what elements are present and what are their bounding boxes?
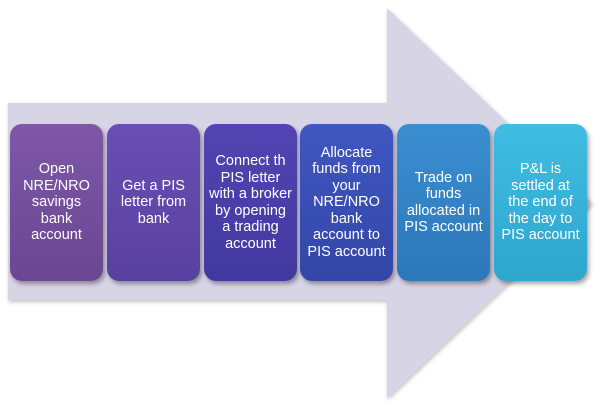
step-label: Trade on funds allocated in PIS account bbox=[404, 169, 483, 236]
step-label: Connect th PIS letter with a broker by o… bbox=[209, 153, 293, 252]
step-connect-broker: Connect th PIS letter with a broker by o… bbox=[204, 124, 297, 281]
step-settlement: P&L is settled at the end of the day to … bbox=[494, 124, 587, 281]
step-label: Allocate funds from your NRE/NRO bank ac… bbox=[307, 144, 386, 260]
step-allocate-funds: Allocate funds from your NRE/NRO bank ac… bbox=[300, 124, 393, 281]
step-label: Get a PIS letter from bank bbox=[120, 177, 187, 227]
step-label: P&L is settled at the end of the day to … bbox=[501, 161, 580, 244]
step-trade: Trade on funds allocated in PIS account bbox=[397, 124, 490, 281]
step-get-pis-letter: Get a PIS letter from bank bbox=[107, 124, 200, 281]
step-open-account: Open NRE/NRO savings bank account bbox=[10, 124, 103, 281]
step-label: Open NRE/NRO savings bank account bbox=[23, 161, 90, 244]
